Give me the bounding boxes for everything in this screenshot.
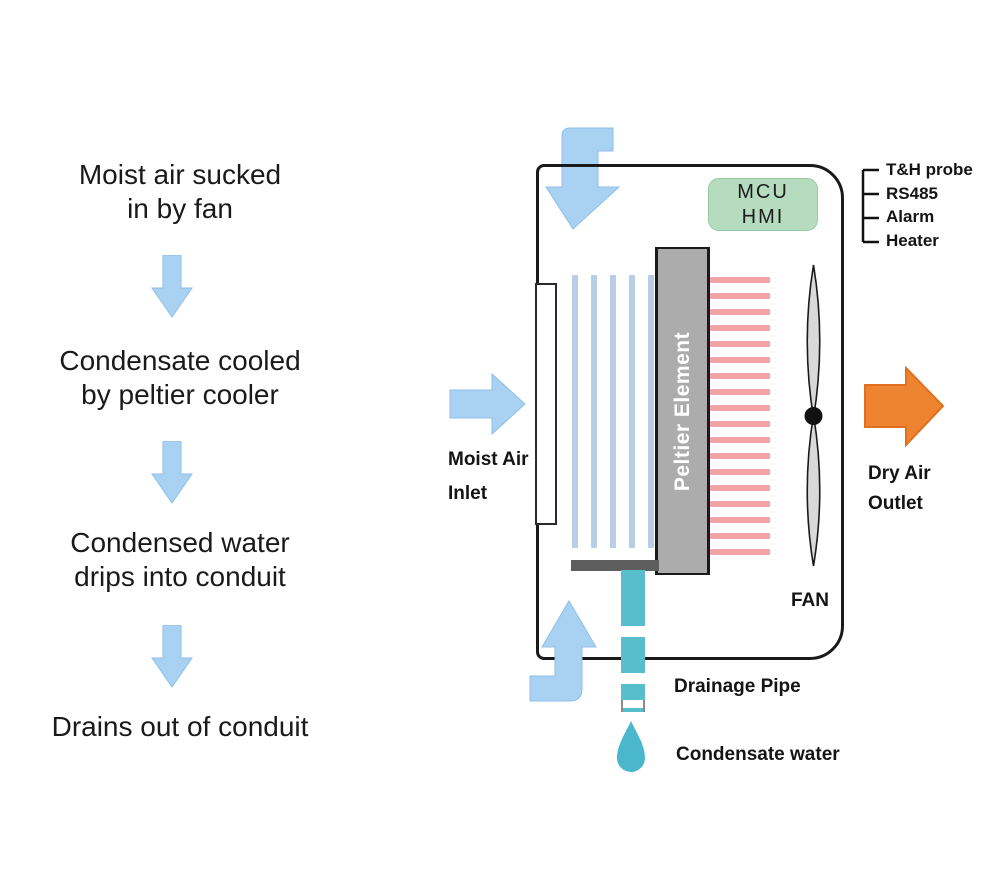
- io-label-alarm: Alarm: [886, 207, 935, 226]
- hot-fin: [710, 293, 770, 299]
- flow-step-3: Condensed water drips into conduit: [0, 526, 360, 594]
- flow-step-4: Drains out of conduit: [0, 710, 360, 744]
- hot-fin: [710, 325, 770, 331]
- hot-fin: [710, 389, 770, 395]
- hot-fin: [710, 453, 770, 459]
- io-bracket-icon: [861, 168, 879, 244]
- flow-step-2: Condensate cooled by peltier cooler: [0, 344, 360, 412]
- hot-fin: [710, 469, 770, 475]
- flow-step-1-line1: Moist air sucked: [78, 159, 282, 190]
- intake-elbow-arrow-icon: [545, 127, 621, 230]
- controller-box: MCU HMI: [708, 178, 818, 231]
- drainage-pipe: [621, 570, 645, 712]
- fan-hub: [804, 407, 823, 425]
- pipe-band: [621, 673, 645, 684]
- cold-fin: [591, 275, 597, 548]
- condensate-droplet-icon: [617, 721, 645, 772]
- inlet-vent: [535, 283, 557, 525]
- drainage-pipe-label: Drainage Pipe: [674, 676, 801, 697]
- io-label-th-probe: T&H probe: [886, 160, 973, 179]
- cold-fin: [572, 275, 578, 548]
- hot-fin: [710, 501, 770, 507]
- controller-line2: HMI: [741, 205, 785, 228]
- hot-fin: [710, 373, 770, 379]
- moist-air-inlet-label-line1: Moist Air: [448, 449, 529, 470]
- hot-heatsink-fins: [710, 277, 770, 555]
- flow-step-3-line2: drips into conduit: [74, 561, 286, 592]
- io-label-rs485: RS485: [886, 184, 938, 203]
- cold-fin: [629, 275, 635, 548]
- down-arrow-icon: [151, 255, 193, 318]
- fan-icon: [804, 264, 823, 567]
- pipe-outlet: [621, 700, 645, 712]
- cold-fin: [610, 275, 616, 548]
- pipe-band: [621, 700, 645, 708]
- pipe-band: [621, 626, 645, 637]
- hot-fin: [710, 517, 770, 523]
- drip-tray: [571, 560, 659, 571]
- condensate-water-label: Condensate water: [676, 744, 840, 765]
- flow-step-1-line2: in by fan: [127, 193, 233, 224]
- moist-air-inlet-label-line2: Inlet: [448, 483, 488, 504]
- cold-heatsink-fins: [572, 275, 654, 548]
- dry-air-outlet-label-line2: Outlet: [868, 493, 923, 514]
- dry-air-outlet-arrow-icon: [864, 366, 945, 448]
- down-arrow-icon: [151, 625, 193, 688]
- io-label-heater: Heater: [886, 231, 939, 250]
- hot-fin: [710, 357, 770, 363]
- peltier-element: [655, 247, 710, 575]
- hot-fin: [710, 277, 770, 283]
- hot-fin: [710, 549, 770, 555]
- dry-air-outlet-label-line1: Dry Air: [868, 463, 931, 484]
- hot-fin: [710, 309, 770, 315]
- down-arrow-icon: [151, 441, 193, 504]
- flow-step-2-line1: Condensate cooled: [59, 345, 301, 376]
- fan-label: FAN: [791, 590, 829, 611]
- flow-step-2-line2: by peltier cooler: [81, 379, 279, 410]
- hot-fin: [710, 533, 770, 539]
- hot-fin: [710, 421, 770, 427]
- hot-fin: [710, 485, 770, 491]
- hot-fin: [710, 437, 770, 443]
- hot-fin: [710, 341, 770, 347]
- moist-air-arrow-icon: [449, 372, 526, 436]
- flow-step-4-line1: Drains out of conduit: [51, 711, 309, 742]
- drain-elbow-arrow-icon: [529, 600, 597, 702]
- flow-step-1: Moist air sucked in by fan: [0, 158, 360, 226]
- cold-fin: [648, 275, 654, 548]
- controller-line1: MCU: [737, 180, 789, 203]
- flow-step-3-line1: Condensed water: [70, 527, 290, 558]
- hot-fin: [710, 405, 770, 411]
